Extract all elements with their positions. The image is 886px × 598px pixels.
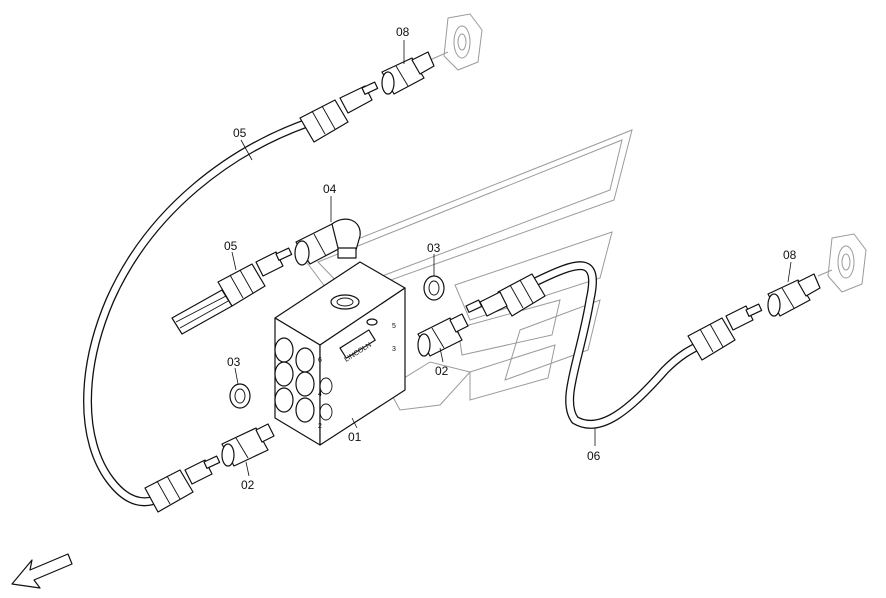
callout-08-right: 08 — [783, 248, 797, 262]
hose-fitting-06-left — [465, 273, 546, 317]
hose-06 — [530, 261, 705, 429]
callout-01: 01 — [348, 430, 362, 444]
plug-03-left — [229, 383, 251, 409]
hose-fitting-06-right — [687, 303, 763, 361]
hose-fitting-05-top — [299, 81, 379, 143]
connector-02-right — [417, 313, 469, 357]
port-label-4: 4 — [318, 391, 322, 398]
callout-05-mid: 05 — [224, 239, 238, 253]
callout-08-top: 08 — [396, 25, 410, 39]
callout-02-right: 02 — [435, 364, 449, 378]
connector-08-top — [381, 51, 435, 95]
elbow-fitting-04 — [294, 218, 361, 266]
callout-03-left: 03 — [227, 355, 241, 369]
connector-02-bottom — [221, 423, 275, 467]
port-label-5: 5 — [392, 323, 396, 330]
port-label-6: 6 — [318, 357, 322, 364]
callout-06: 06 — [587, 449, 601, 463]
hose-05-short — [171, 289, 233, 335]
hose-fitting-05-mid — [217, 247, 293, 307]
faded-nut-right — [817, 233, 867, 293]
callout-04: 04 — [323, 182, 337, 196]
callout-03-right: 03 — [427, 241, 441, 255]
plug-03-right — [423, 275, 445, 301]
callout-05-top: 05 — [233, 126, 247, 140]
direction-arrow — [11, 553, 73, 589]
callout-labels: 08 05 04 05 03 08 03 02 01 02 06 — [224, 25, 797, 492]
hose-fitting-05-bottom — [144, 455, 221, 513]
distributor-block-01: LINCOLN 5 3 6 4 2 — [274, 261, 406, 446]
connector-08-right — [767, 273, 821, 317]
callout-02-bottom: 02 — [241, 478, 255, 492]
port-label-3: 3 — [392, 346, 396, 353]
port-label-2: 2 — [318, 423, 322, 430]
hose-05-long — [83, 117, 315, 507]
faded-nut-top — [429, 13, 483, 71]
leader-lines — [231, 40, 792, 477]
